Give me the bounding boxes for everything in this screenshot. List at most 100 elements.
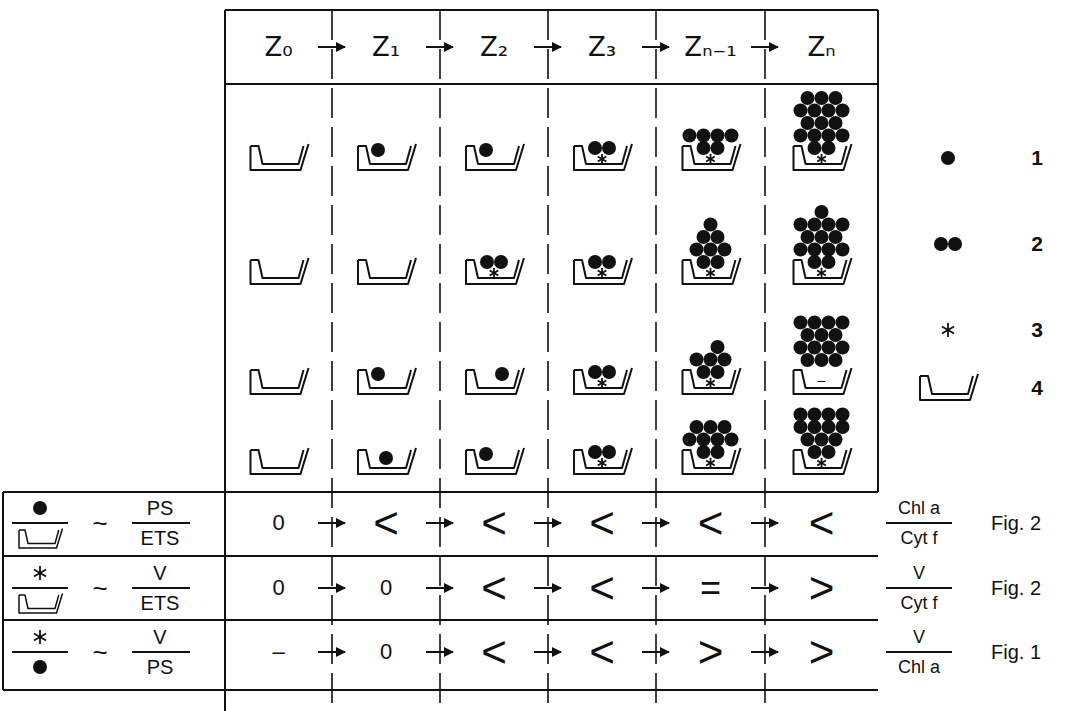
column-divider [547, 10, 549, 711]
ps-ball [808, 129, 822, 143]
sequence-arrow [751, 46, 778, 48]
sequence-arrow [426, 46, 453, 48]
ps-ball [808, 420, 822, 434]
column-heading: Z₃ [588, 34, 616, 60]
ratio-value: 0 [272, 577, 284, 599]
ps-ball [822, 420, 836, 434]
ps-ball [588, 365, 602, 379]
ps-ball [836, 408, 850, 422]
ets-tray [251, 258, 309, 284]
ratio-value: > [809, 566, 835, 610]
ets-tray [251, 448, 309, 474]
sequence-arrow [318, 46, 345, 48]
tray-cell [794, 316, 852, 395]
ratio-value: < [481, 566, 507, 610]
ratio-value: 0 [380, 577, 392, 599]
ps-ball [822, 255, 836, 269]
label-slot: ~ [92, 510, 107, 536]
sequence-arrow [426, 651, 453, 653]
ps-ball [815, 91, 829, 105]
tray-cell [251, 258, 309, 284]
figure-reference: Fig. 1 [991, 642, 1041, 662]
ps-ball [794, 243, 808, 257]
ps-ball [588, 445, 602, 459]
sequence-arrow [318, 587, 345, 589]
ps-ball [808, 218, 822, 232]
label-slot: < [481, 630, 507, 674]
label-slot: Z₂ [480, 34, 508, 60]
tray-cell [466, 143, 524, 170]
grid-line [224, 10, 226, 711]
sequence-arrow [751, 651, 778, 653]
ps-ball [836, 341, 850, 355]
label-slot: Cyt f [900, 594, 937, 613]
legend-number: 1 [1031, 147, 1043, 168]
legend-entry: 1 [1031, 147, 1043, 169]
sequence-arrow [751, 587, 778, 589]
grid-line [225, 83, 878, 85]
v-star [490, 268, 499, 278]
fraction-denominator: Chl a [898, 658, 940, 676]
grid-line [2, 492, 4, 690]
sequence-arrow [318, 651, 345, 653]
ps-ball [794, 104, 808, 118]
ps-ball [794, 341, 808, 355]
ps-ball [815, 353, 829, 367]
ets-tray [358, 448, 416, 474]
label-slot: PS [147, 657, 174, 678]
legend-number: 2 [1031, 233, 1043, 254]
ps-ball [808, 141, 822, 155]
column-heading: Z₂ [480, 34, 508, 60]
ps-ball [602, 445, 616, 459]
label-slot: Cyt f [900, 529, 937, 548]
tray-cell [251, 448, 309, 474]
tray-cell [358, 448, 416, 474]
label-slot: Z₁ [372, 34, 400, 60]
ps-ball [711, 340, 725, 354]
ps-ball [829, 91, 843, 105]
tray-cell [358, 367, 416, 394]
label-slot: ETS [141, 528, 180, 549]
fraction-numerator: PS [147, 498, 174, 518]
sequence-arrow [751, 522, 778, 524]
tray-cell [358, 258, 416, 284]
column-heading: Zₙ [807, 34, 835, 60]
ps-ball [808, 445, 822, 459]
ratio-value: 0 [380, 641, 392, 663]
ps-ball [683, 433, 697, 447]
ps-ball [690, 420, 704, 434]
ps-ball [808, 408, 822, 422]
label-slot: < [481, 501, 507, 545]
ets-tray [466, 144, 524, 170]
ps-ball [822, 104, 836, 118]
ps-ball [801, 353, 815, 367]
ratio-value: – [272, 641, 284, 663]
table-grid [3, 10, 878, 711]
ets-tray [466, 448, 524, 474]
label-slot: < [589, 630, 615, 674]
ps-ball [822, 218, 836, 232]
empty-mark: – [818, 373, 826, 387]
ps-ball [711, 255, 725, 269]
tilde-sign: ~ [92, 575, 107, 601]
legend-number: 3 [1031, 319, 1043, 340]
ps-ball [718, 243, 732, 257]
tilde-sign: ~ [92, 639, 107, 665]
fraction-bar [132, 587, 190, 589]
tray-cell [683, 420, 741, 474]
ets-tray [358, 144, 416, 170]
ps-ball [704, 243, 718, 257]
ps-ball [379, 451, 393, 465]
legend-entry: 4 [1031, 377, 1043, 399]
label-slot: > [809, 566, 835, 610]
ps-ball [711, 433, 725, 447]
fraction-numerator: V [913, 564, 925, 582]
label-slot: Zₙ [807, 34, 835, 60]
ps-ball [683, 129, 697, 143]
tray-cell [466, 255, 524, 284]
ps-ball [829, 433, 843, 447]
label-slot: 0 [272, 512, 284, 534]
ps-ball [711, 365, 725, 379]
label-slot: = [700, 570, 721, 606]
tilde-sign: ~ [92, 510, 107, 536]
